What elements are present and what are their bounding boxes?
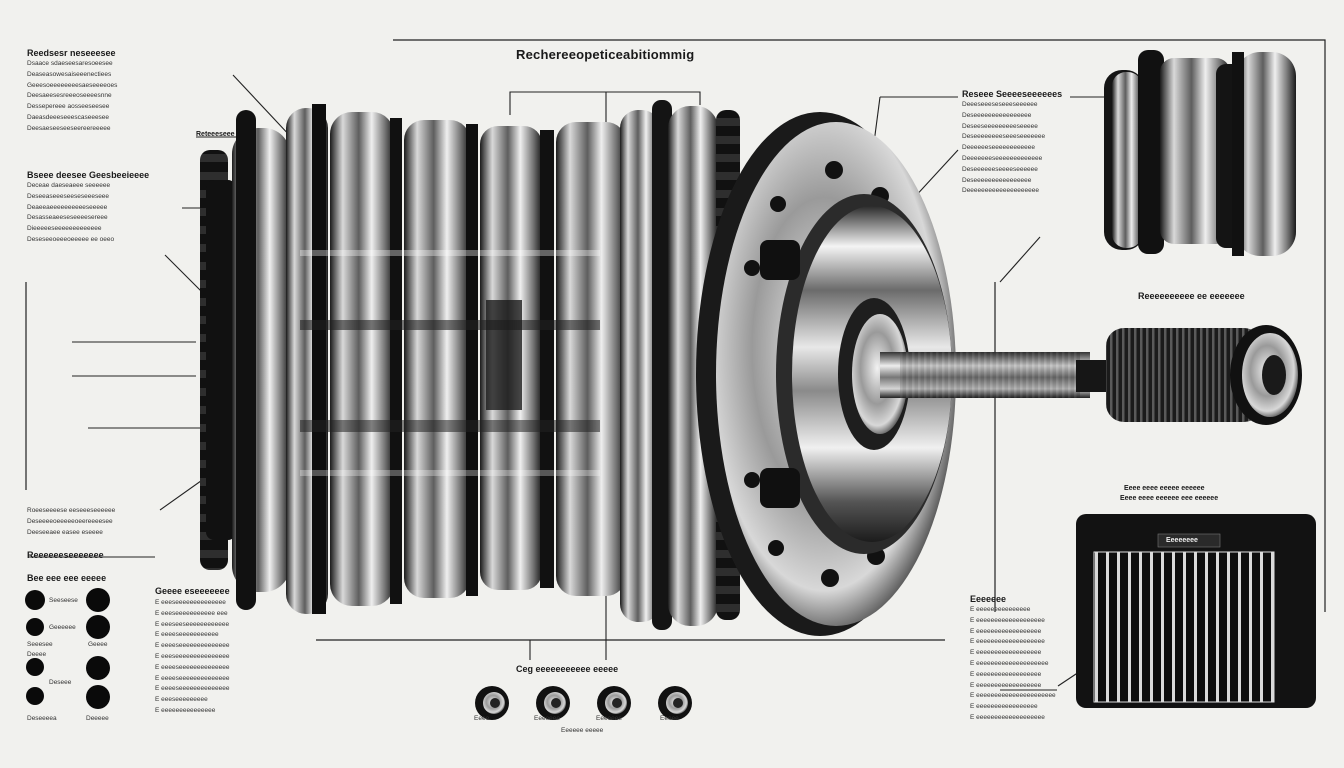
list-item: E eeeeseeeeeeeeeeeeee (155, 685, 230, 693)
list-item: Deaseasowesaiseeenectiees (27, 70, 112, 78)
right-bottom-list: E eeeeeeeeeeeeeee E eeeeeeeeeeeeeeeeeee … (970, 605, 1056, 724)
list-item: Deseeeeeeeeeeeeeeee (962, 176, 1032, 184)
top-right-heading: Reseee Seeeeseeeeees (962, 89, 1063, 99)
bearing-swatches (475, 686, 692, 720)
list-item: E eeeeeeeeeeeeeee (970, 606, 1031, 613)
list-item: E eeeeseeeeeeeeeeeeee (155, 642, 230, 650)
list-item: E eeeeseeeeeeeeeeeeee (155, 674, 230, 682)
bearing-component (1104, 50, 1296, 256)
diagram-title: Rechereeopeticeabitiommig (516, 47, 695, 62)
list-item: E eeeseeeeeeeeeeeeeee (155, 652, 230, 660)
bottom-center-heading: Ceg eeeeeeeeeee eeeee (516, 664, 619, 674)
list-item: E eeeeseeeeeeeeeeeeee (155, 663, 230, 671)
legend-item: Deseee (49, 679, 72, 686)
list-item: Deseseeoeeeoeeeee ee oeeo (27, 235, 115, 243)
list-item: E eeeseeseeeeeeeeeeee (155, 620, 230, 628)
legend-heading: Reeeeeeseeeeeee (27, 550, 104, 560)
list-item: Dessepereee aosseeseesee (27, 103, 110, 111)
list-item: E eeeeeeeeeeeeeeeeee (970, 649, 1042, 657)
right-label: Reeeeeeeeee ee eeeeeee (1138, 291, 1245, 301)
list-item: E eeeeeeeeeeeeeeeeee (970, 681, 1042, 689)
side-label: Reteeeseee (196, 131, 235, 138)
list-item: Dsaace sdaeseesaresoeesee (27, 60, 113, 67)
panel-label2: Eeee eeee eeeeee eee eeeeee (1120, 495, 1219, 502)
left-block1-list: Dsaace sdaeseesaresoeesee Deaseasowesais… (27, 59, 117, 135)
legend-item: Deeee (27, 651, 47, 658)
panel-label1: Eeee eeee eeeee eeeeee (1124, 485, 1205, 492)
main-assembly (200, 100, 956, 636)
list-item: Deseeeeoeeeeeoeereeeesee (27, 517, 113, 525)
bearing-label: Eeeee (660, 715, 679, 722)
legend-item: Geeee (88, 641, 108, 648)
list-item: E eeeeeeeeeeeeeeeeeee (970, 713, 1045, 721)
frame-lines (25, 39, 1326, 641)
list-item: Desasseaeeseseeeesereee (27, 214, 108, 222)
bearing-label: Eeee (474, 715, 490, 722)
list-item: Deseeeeeeseeeeseeeeee (962, 165, 1038, 173)
list-item: Deeeeeeseeeeeeeeeeee (962, 144, 1036, 152)
bearing-label: Eeeeeee (596, 715, 623, 722)
legend-swatches (25, 588, 110, 709)
legend-subheading: Bee eee eee eeeee (27, 573, 107, 583)
list-item: Roeeseeeese eeseeeseeeeee (27, 507, 116, 514)
list-item: Daeasdeeeseeescaseeesee (27, 113, 110, 121)
bottom-center-footer: Eeeeee eeeee (561, 727, 604, 734)
list-item: E eeeeeeeeeeeeeee (155, 706, 216, 714)
list-item: Deeeeeeeseeeeeeeeeeeee (962, 154, 1043, 162)
list-item: Dieeeeeseeeeeeeeeeeee (27, 225, 102, 233)
bottom-list: E eeeseeeeeeeeeeeeee E eeeseeeeeeeeeee e… (155, 598, 229, 717)
list-item: E eeeseeeeeeeeeeeeee (155, 599, 226, 606)
list-item: E eeeeeeeeeeeeeeeeeee (970, 616, 1045, 624)
list-item: E eeeeeeeeeeeeeeeeeeeeee (970, 692, 1056, 700)
list-item: Deseeeeeeeeeeeeeeee (962, 111, 1032, 119)
legend-item: Geeeeee (49, 624, 76, 631)
list-item: E eeeeeeeeeeeeeeeeeeee (970, 659, 1049, 667)
list-item: E eeeeeeeeeeeeeeeeee (970, 670, 1042, 678)
list-item: Deesaeesesreeeoseeeesnne (27, 92, 112, 100)
list-item: Deeeseeeseseeeseeeeee (962, 101, 1038, 108)
left-block1-heading: Reedsesr neseeesee (27, 48, 116, 58)
list-item: Deesaeseeseeseereereeeee (27, 124, 111, 132)
list-item: Deseeseeeeeeeeeseeeee (962, 122, 1038, 130)
left-block3-list: Roeeseeeese eeseeeseeeeee Deseeeeoeeeeeo… (27, 506, 115, 538)
legend-item: Seeesee (27, 641, 53, 648)
list-item: E eeeeeeeeeeeeeeeeeee (970, 638, 1045, 646)
list-item: E eeeseeeeeeeeeee eee (155, 609, 228, 617)
list-item: Deseeeeeeeeseeeseeeeeee (962, 133, 1046, 141)
output-shaft (880, 325, 1302, 425)
legend-item: Deeeee (86, 715, 109, 722)
list-item: Deeeeeeeeeeeeeeeeeeee (962, 187, 1039, 195)
bottom-list-heading: Geeee eseeeeeee (155, 586, 230, 596)
top-right-list: Deeeseeeseseeeseeeeee Deseeeeeeeeeeeeeee… (962, 100, 1045, 197)
list-item: E eeeeeeeeeeeeeeeeee (970, 627, 1042, 635)
bearing-label: Eeeeeee (534, 715, 561, 722)
list-item: E eeeeeeeeeeeeeeeee (970, 703, 1038, 711)
filter-panel (1076, 514, 1316, 708)
legend-item: Deseeeea (27, 715, 57, 722)
list-item: Deeseeaee easee eseeee (27, 528, 103, 536)
list-item: Deseeaseeeseeseseeeseee (27, 192, 110, 200)
panel-inner-label: Eeeeeeee (1166, 537, 1198, 544)
list-item: E eeeseeeeeeeee (155, 696, 208, 704)
left-block2-list: Deceae daeseaeee seeeeee Deseeaseeeseese… (27, 181, 114, 246)
list-item: E eeeeseeeeeeeeeee (155, 631, 219, 639)
list-item: Geeesoeeeeeeeesaeseeeeoes (27, 81, 118, 89)
list-item: Deaeeaeeeeeeeeeeseeeee (27, 203, 108, 211)
right-bottom-heading: Eeeeeee (970, 594, 1007, 604)
left-block2-heading: Bseee deesee Geesbeeieeee (27, 170, 150, 180)
legend-item: Seeseese (49, 597, 78, 604)
list-item: Deceae daeseaeee seeeeee (27, 182, 111, 189)
